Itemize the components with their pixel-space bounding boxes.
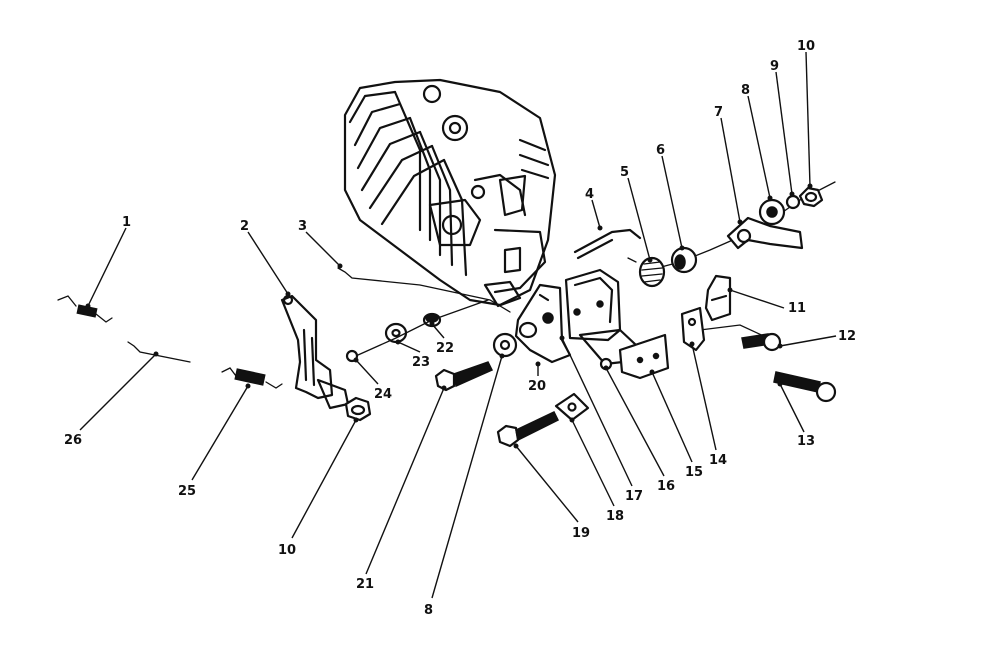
- callout-12: 12: [838, 329, 856, 344]
- callout-14: 14: [709, 453, 727, 468]
- callout-9: 9: [770, 59, 779, 74]
- bolt-part-13: [773, 371, 837, 403]
- callout-19: 19: [572, 526, 590, 541]
- callout-21: 21: [356, 577, 374, 592]
- leader-dots: [85, 183, 813, 449]
- link-rod-part-26: [127, 341, 191, 363]
- callout-13: 13: [797, 434, 815, 449]
- governor-rod-part-3: [337, 267, 511, 313]
- callout-8-lower: 8: [424, 603, 433, 618]
- callout-1: 1: [122, 215, 131, 230]
- hex-nut-part-10-lower: [344, 396, 372, 422]
- callout-18: 18: [606, 509, 624, 524]
- callout-17: 17: [625, 489, 643, 504]
- lock-washer-part-9: [785, 194, 801, 210]
- coil-spring-part-5: [627, 256, 666, 288]
- callout-5: 5: [620, 165, 629, 180]
- callout-11: 11: [788, 301, 806, 316]
- bracket-part-11: [704, 274, 732, 322]
- callout-2: 2: [240, 219, 249, 234]
- governor-lever-part-2: [280, 294, 350, 410]
- callout-24: 24: [374, 387, 392, 402]
- link-part-4: [573, 228, 642, 260]
- callout-4: 4: [585, 187, 594, 202]
- callout-22: 22: [436, 341, 454, 356]
- spring-part-1: [57, 295, 113, 323]
- screw-part-19: [496, 411, 560, 448]
- screw-part-12: [741, 332, 782, 352]
- governor-arm-part-20: [514, 283, 572, 364]
- callout-10-lower: 10: [278, 543, 296, 558]
- callout-labels: 1 2 3 4 5 6 7 8 9 10 11 12 13 14 15 16 1…: [64, 39, 856, 618]
- callout-8-upper: 8: [741, 83, 750, 98]
- spring-part-25: [221, 367, 283, 389]
- callout-23: 23: [412, 355, 430, 370]
- hex-nut-part-10-upper: [798, 186, 824, 208]
- callout-6: 6: [656, 143, 665, 158]
- callout-10-upper: 10: [797, 39, 815, 54]
- washer-part-23: [384, 322, 408, 344]
- engine-block: [343, 78, 557, 308]
- clip-part-14: [680, 306, 706, 352]
- callout-20: 20: [528, 379, 546, 394]
- callout-7: 7: [714, 105, 723, 120]
- bushing-part-6: [670, 246, 698, 274]
- callout-15: 15: [685, 465, 703, 480]
- bracket-plate-part-15: [618, 333, 670, 380]
- callout-3: 3: [298, 219, 307, 234]
- throttle-lever-part-7: [726, 216, 804, 250]
- washer-part-8-upper: [758, 198, 786, 226]
- callout-26: 26: [64, 433, 82, 448]
- leader-lines: [79, 51, 837, 599]
- bolt-part-21: [434, 361, 494, 392]
- callout-16: 16: [657, 479, 675, 494]
- block-part-18: [554, 392, 590, 422]
- callout-25: 25: [178, 484, 196, 499]
- washer-part-8-lower: [492, 332, 518, 358]
